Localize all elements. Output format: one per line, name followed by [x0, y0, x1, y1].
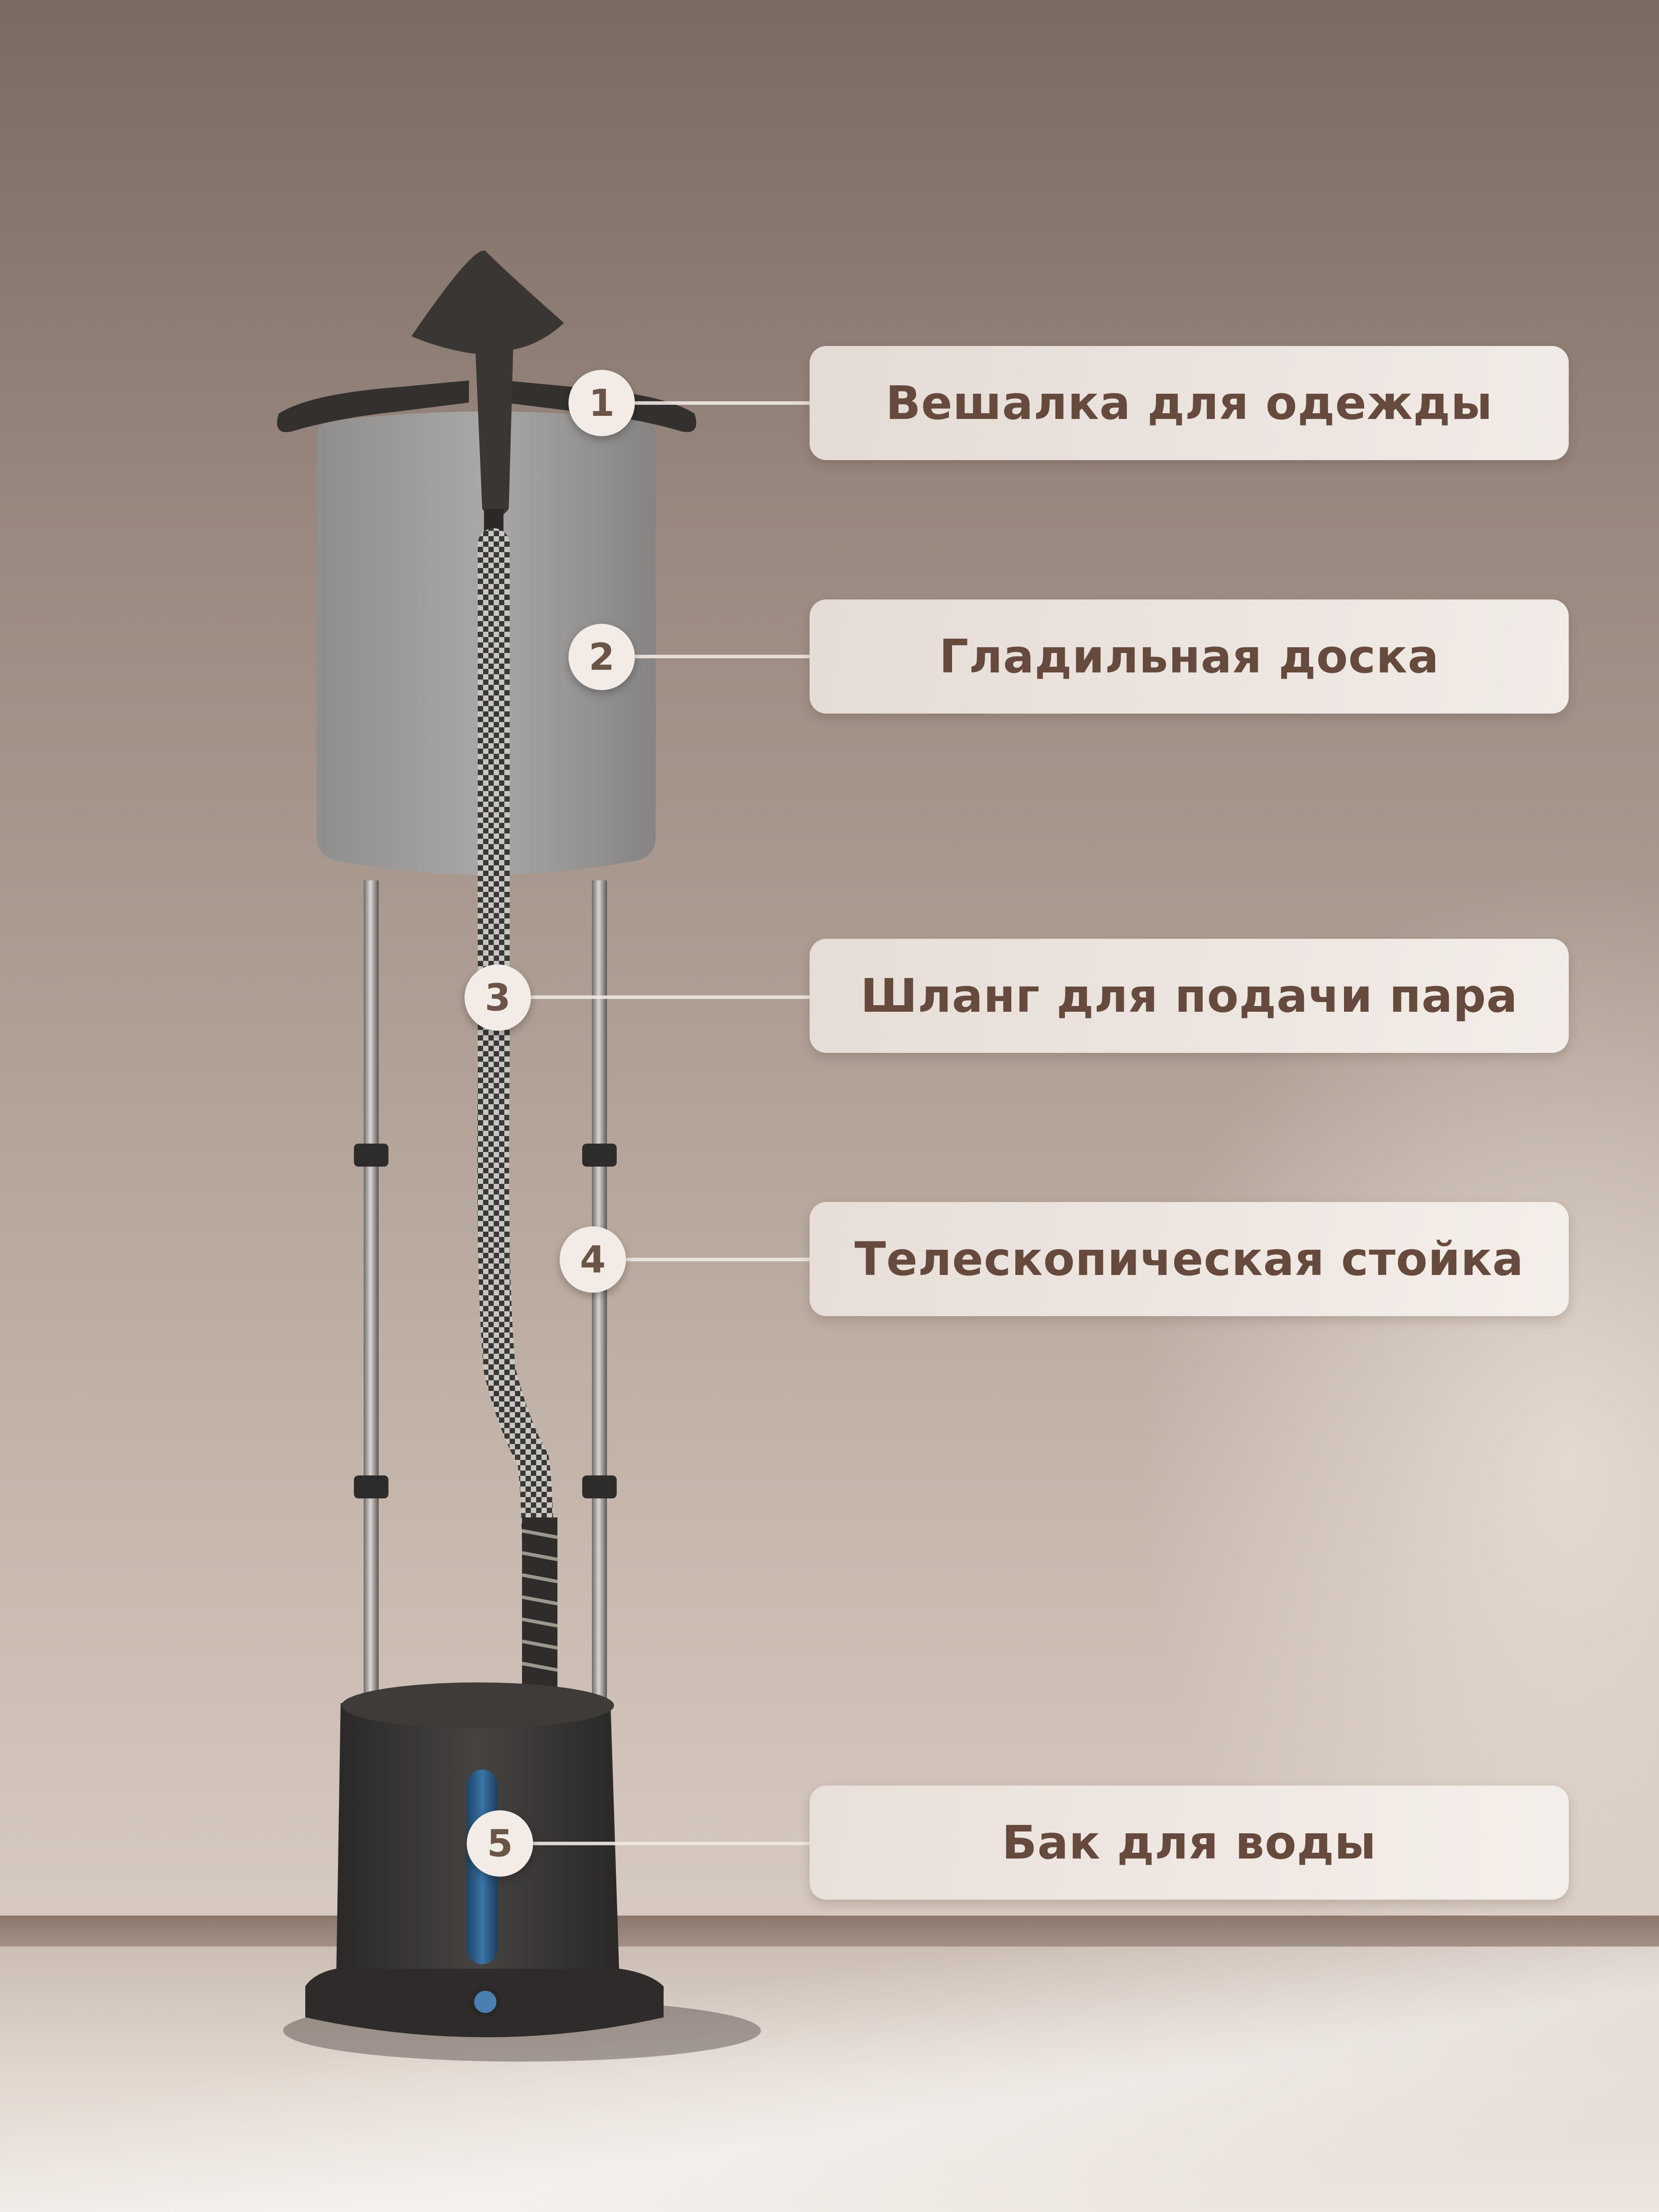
callout-label-garment-hanger: Вешалка для одежды [810, 346, 1569, 460]
callout-badge-2: 2 [568, 624, 635, 690]
callout-badge-3: 3 [465, 964, 531, 1031]
callout-label-water-tank: Бак для воды [810, 1786, 1569, 1900]
callout-label-steam-hose: Шланг для подачи пара [810, 939, 1569, 1053]
callout-line-3 [531, 995, 810, 999]
garment-hanger [277, 380, 469, 432]
right-pole [592, 880, 607, 1734]
left-pole [364, 880, 379, 1734]
callout-label-ironing-board: Гладильная доска [810, 599, 1569, 714]
callout-line-1 [635, 401, 810, 405]
callout-label-telescopic-stand: Телескопическая стойка [810, 1202, 1569, 1316]
left-pole-clamp-upper [354, 1144, 388, 1167]
callout-badge-4: 4 [560, 1226, 626, 1293]
callout-line-2 [635, 655, 810, 658]
right-pole-clamp-upper [582, 1144, 617, 1167]
floor-light-reflection [0, 1947, 1659, 2212]
callout-badge-1: 1 [568, 370, 635, 436]
callout-line-5 [533, 1842, 810, 1845]
telescopic-stand [354, 880, 617, 1734]
callout-line-4 [626, 1258, 810, 1261]
callout-badge-5: 5 [467, 1810, 533, 1877]
baseboard [0, 1916, 1659, 1947]
floor [0, 1947, 1659, 2212]
drain-knob [470, 1986, 501, 2017]
left-pole-clamp-lower [354, 1475, 388, 1498]
steam-head [411, 250, 564, 518]
right-pole-clamp-lower [582, 1475, 617, 1498]
